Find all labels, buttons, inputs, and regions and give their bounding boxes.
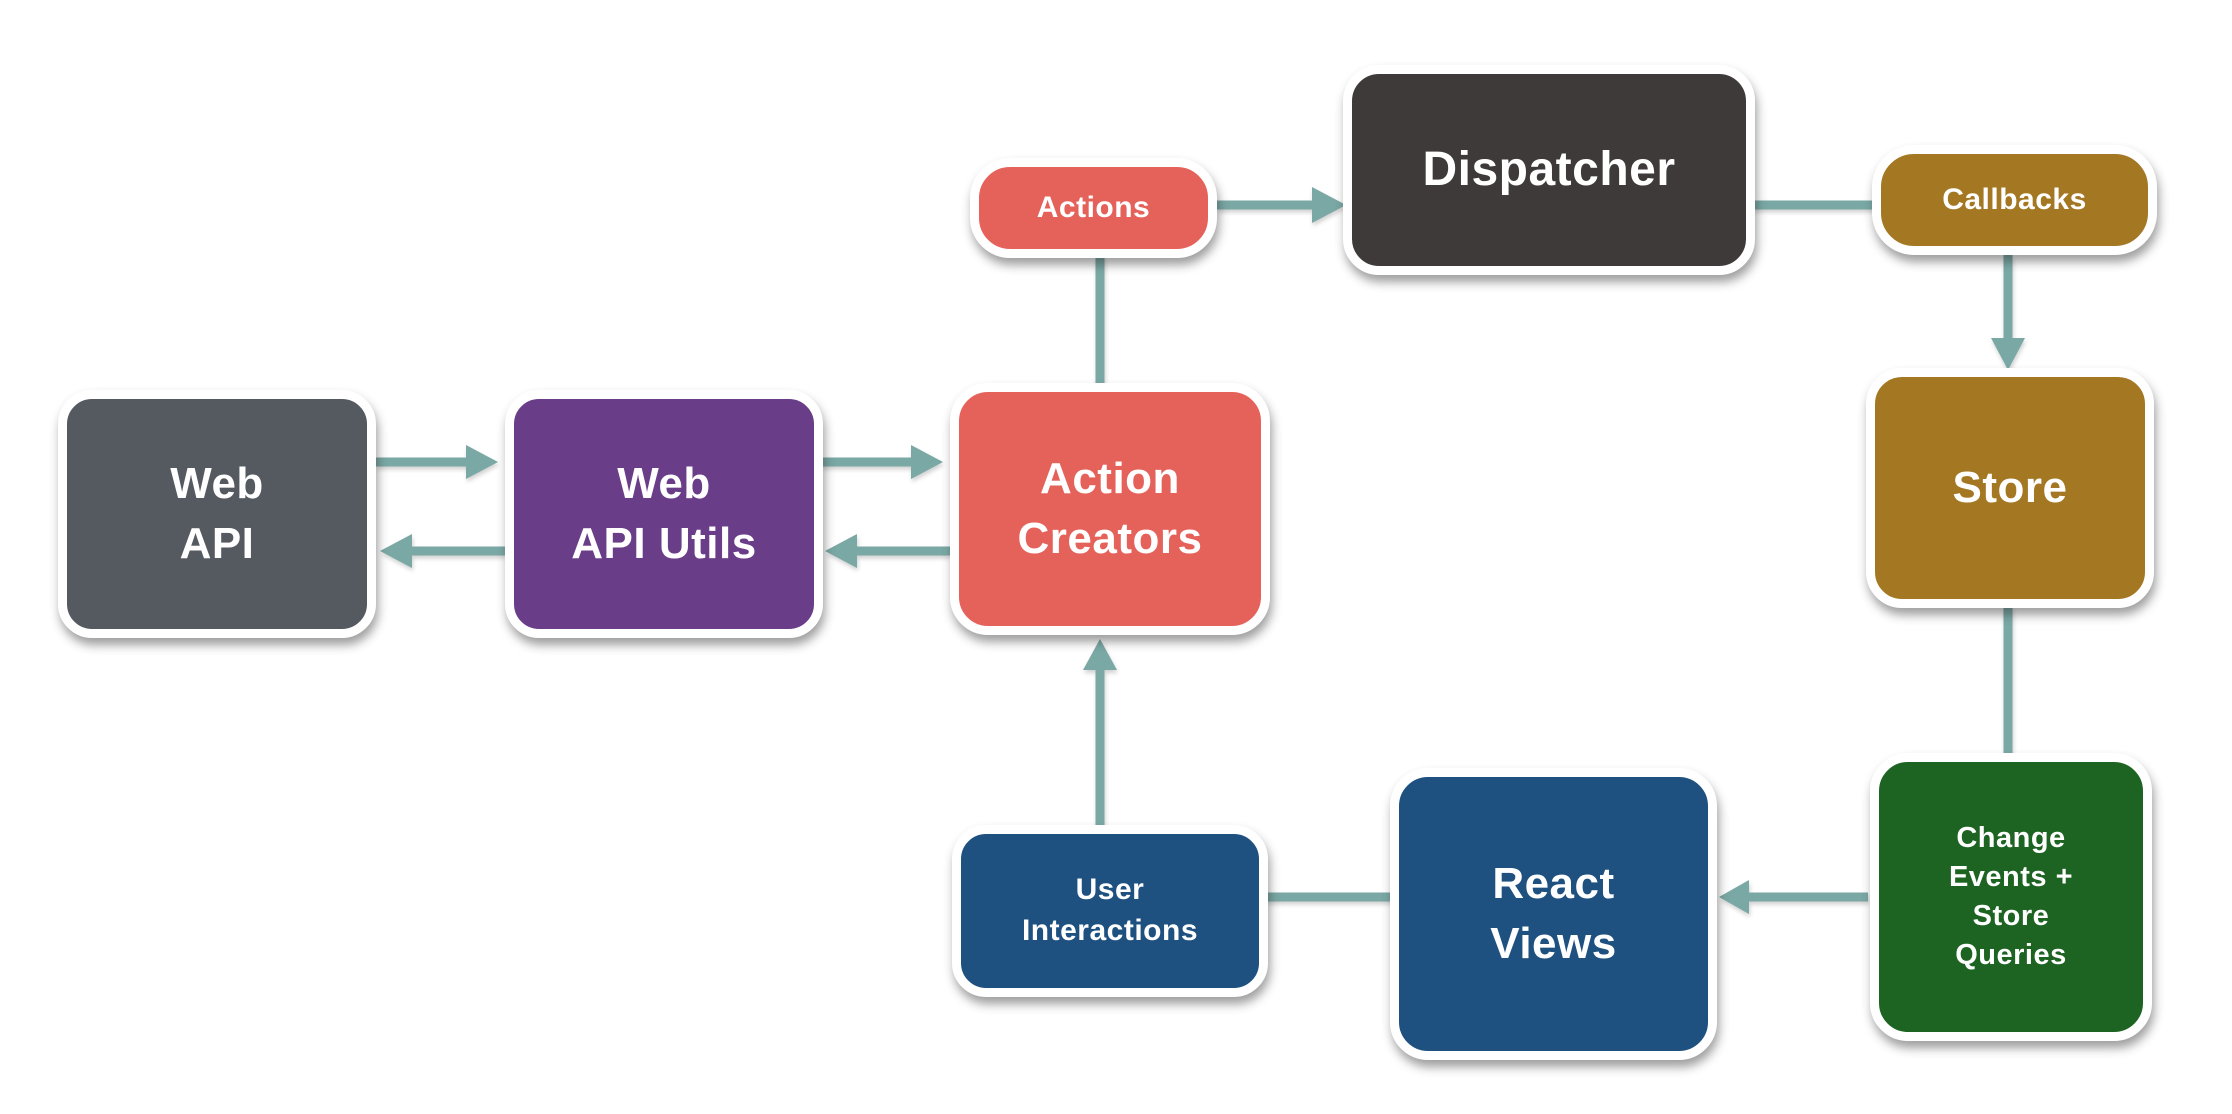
node-change-events-store-queries: Change Events + Store Queries xyxy=(1870,753,2152,1041)
node-user-interactions-label: User Interactions xyxy=(1021,873,1199,947)
node-store: Store xyxy=(1866,368,2154,608)
edge-actions-to-dispatcher-arrow xyxy=(1217,187,1346,223)
edge-web-api-utils-to-action-creators-arrow xyxy=(821,445,943,479)
edge-change-events-to-react-views-arrow xyxy=(1719,880,1868,914)
node-actions-label: Actions xyxy=(1036,190,1151,224)
node-web-api: Web API xyxy=(58,390,376,638)
node-callbacks-label: Callbacks xyxy=(1942,182,2087,216)
edge-callbacks-to-store-arrow xyxy=(1991,255,2025,370)
node-user-interactions: User Interactions xyxy=(952,825,1268,997)
edge-web-api-to-web-api-utils-arrow xyxy=(376,445,498,479)
node-action-creators-label: Action Creators xyxy=(1017,454,1203,563)
edge-user-interactions-to-action-creators-arrow xyxy=(1083,639,1117,827)
node-react-views: React Views xyxy=(1390,768,1717,1060)
node-react-views-label: React Views xyxy=(1490,859,1617,968)
node-web-api-utils: Web API Utils xyxy=(505,390,823,638)
edge-action-creators-to-web-api-utils-arrow xyxy=(825,534,950,568)
node-actions: Actions xyxy=(970,158,1217,258)
node-web-api-utils-label: Web API Utils xyxy=(571,459,757,568)
node-dispatcher-label: Dispatcher xyxy=(1422,143,1676,197)
node-dispatcher: Dispatcher xyxy=(1343,65,1755,275)
edge-web-api-utils-to-web-api-arrow xyxy=(380,534,505,568)
node-action-creators: Action Creators xyxy=(950,383,1270,635)
node-callbacks: Callbacks xyxy=(1872,145,2157,255)
node-change-events-store-queries-label: Change Events + Store Queries xyxy=(1948,822,2074,971)
node-store-label: Store xyxy=(1952,463,2068,513)
node-web-api-label: Web API xyxy=(170,459,264,568)
